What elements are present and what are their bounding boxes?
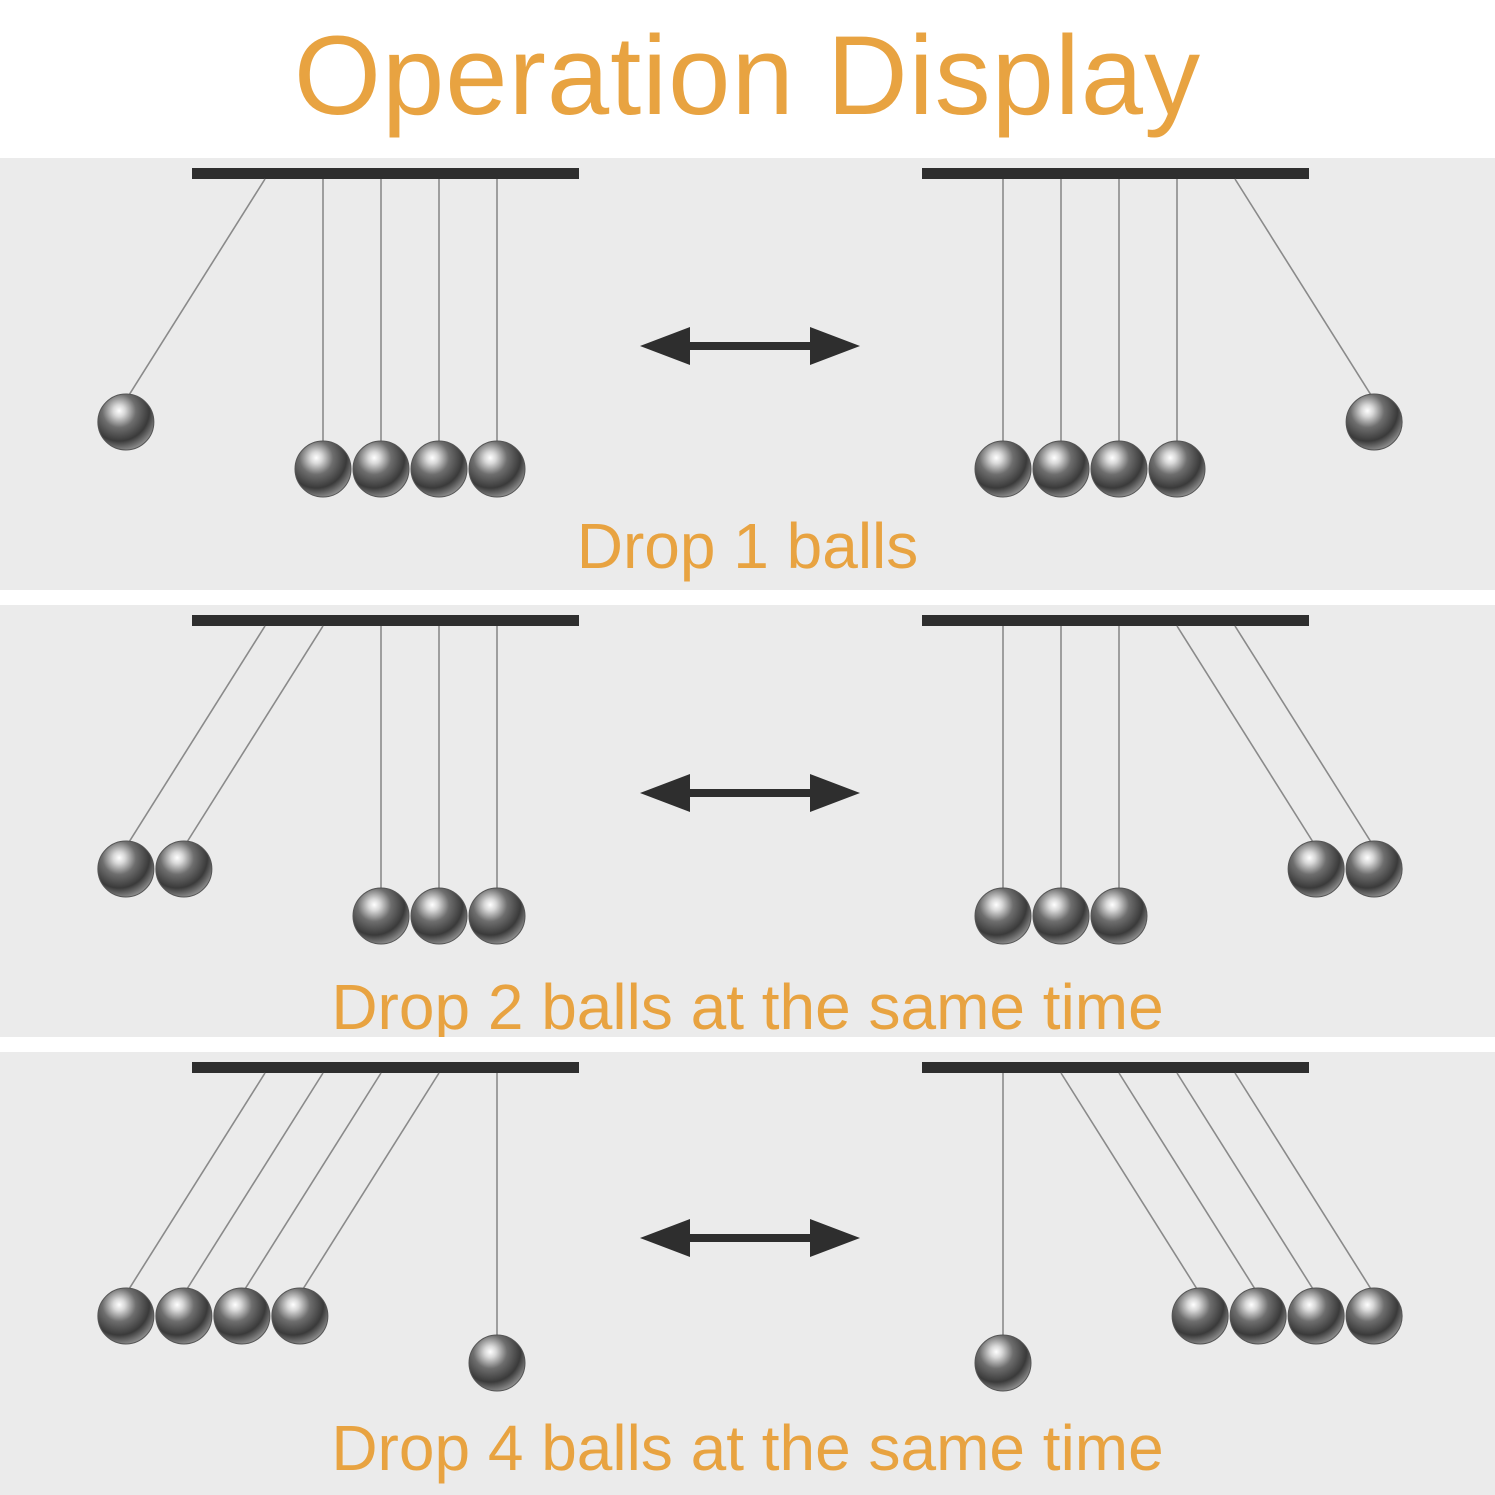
steel-ball-icon <box>155 1287 213 1345</box>
steel-ball-icon <box>271 1287 329 1345</box>
steel-ball-icon <box>97 393 155 451</box>
steel-ball-icon <box>1229 1287 1287 1345</box>
steel-ball-icon <box>1345 1287 1403 1345</box>
cradle-string <box>1234 178 1375 401</box>
cradle-string <box>1118 1072 1259 1295</box>
cradle-string <box>125 1072 266 1295</box>
cradle-string <box>125 625 266 848</box>
double-arrow-icon <box>640 327 860 365</box>
steel-ball-icon <box>213 1287 271 1345</box>
cradle-string <box>183 625 324 848</box>
double-arrow-shaft <box>680 342 820 350</box>
cradle-string <box>1234 625 1375 848</box>
steel-ball-icon <box>352 887 410 945</box>
demo-caption-1: Drop 1 balls <box>576 510 919 582</box>
double-arrow-left-head <box>640 774 690 812</box>
cradle-illustration-2 <box>97 615 1403 945</box>
demo-caption-2: Drop 2 balls at the same time <box>331 971 1164 1037</box>
steel-ball-icon <box>1032 440 1090 498</box>
cradle-illustration-1 <box>97 168 1403 498</box>
double-arrow-icon <box>640 774 860 812</box>
cradle-string <box>125 178 266 401</box>
steel-ball-icon <box>294 440 352 498</box>
double-arrow-shaft <box>680 789 820 797</box>
steel-ball-icon <box>352 440 410 498</box>
steel-ball-icon <box>974 440 1032 498</box>
cradle-string <box>1060 1072 1201 1295</box>
steel-ball-icon <box>1090 887 1148 945</box>
steel-ball-icon <box>97 1287 155 1345</box>
cradle-bar-icon <box>192 615 579 626</box>
cradle-illustration-3 <box>97 1062 1403 1392</box>
double-arrow-right-head <box>810 1219 860 1257</box>
steel-ball-icon <box>974 1334 1032 1392</box>
cradle-string <box>241 1072 382 1295</box>
steel-ball-icon <box>1090 440 1148 498</box>
steel-ball-icon <box>1171 1287 1229 1345</box>
cradle-bar-icon <box>922 1062 1309 1073</box>
page-title: Operation Display <box>293 12 1202 138</box>
steel-ball-icon <box>468 887 526 945</box>
double-arrow-right-head <box>810 774 860 812</box>
cradle-string <box>299 1072 440 1295</box>
steel-ball-icon <box>974 887 1032 945</box>
steel-ball-icon <box>410 887 468 945</box>
steel-ball-icon <box>1345 393 1403 451</box>
steel-ball-icon <box>1287 840 1345 898</box>
cradle-bar-icon <box>922 615 1309 626</box>
steel-ball-icon <box>1148 440 1206 498</box>
cradle-bar-icon <box>922 168 1309 179</box>
steel-ball-icon <box>155 840 213 898</box>
steel-ball-icon <box>1287 1287 1345 1345</box>
steel-ball-icon <box>1345 840 1403 898</box>
demo-panel-1: Drop 1 balls <box>0 158 1495 590</box>
steel-ball-icon <box>468 1334 526 1392</box>
cradle-bar-icon <box>192 1062 579 1073</box>
double-arrow-right-head <box>810 327 860 365</box>
double-arrow-shaft <box>680 1234 820 1242</box>
cradle-string <box>1176 1072 1317 1295</box>
double-arrow-left-head <box>640 1219 690 1257</box>
demo-caption-3: Drop 4 balls at the same time <box>331 1412 1164 1484</box>
cradle-string <box>1176 625 1317 848</box>
steel-ball-icon <box>468 440 526 498</box>
steel-ball-icon <box>97 840 155 898</box>
double-arrow-left-head <box>640 327 690 365</box>
cradle-string <box>183 1072 324 1295</box>
steel-ball-icon <box>410 440 468 498</box>
cradle-bar-icon <box>192 168 579 179</box>
demo-panel-3: Drop 4 balls at the same time <box>0 1052 1495 1495</box>
cradle-string <box>1234 1072 1375 1295</box>
steel-ball-icon <box>1032 887 1090 945</box>
demo-panel-2: Drop 2 balls at the same time <box>0 605 1495 1037</box>
double-arrow-icon <box>640 1219 860 1257</box>
